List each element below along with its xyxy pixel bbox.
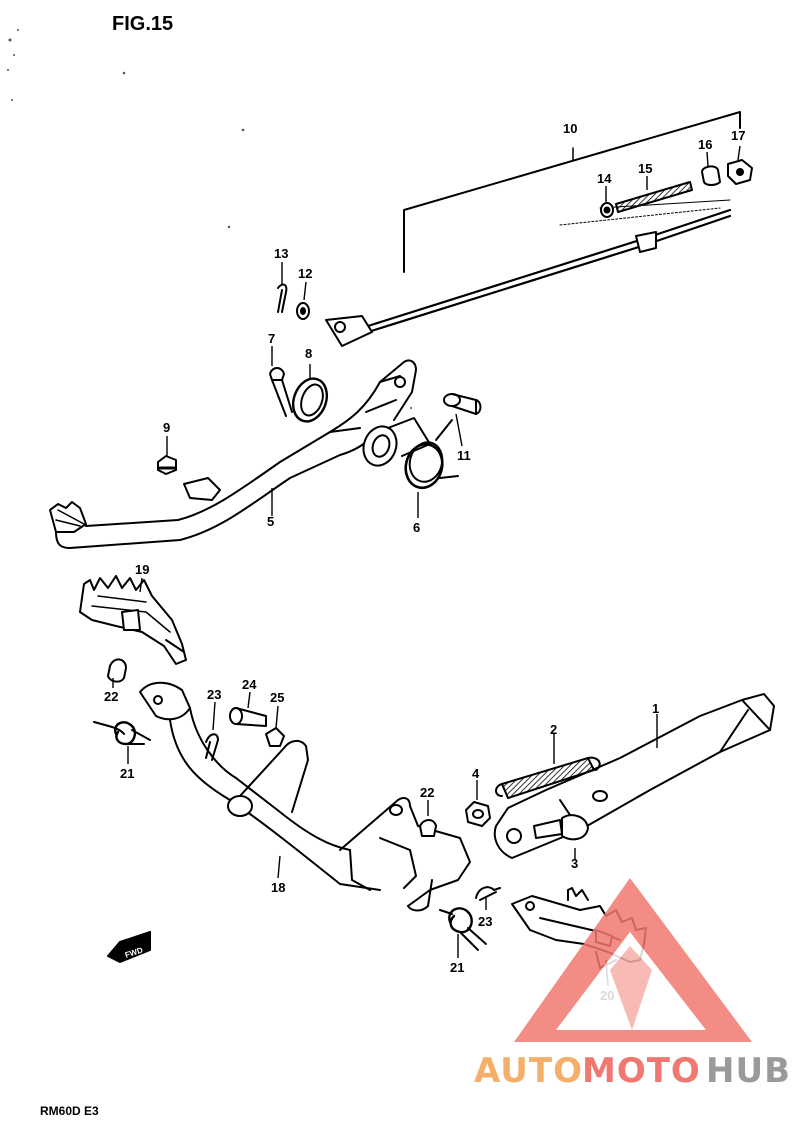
nut-4 xyxy=(465,801,491,827)
watermark-hub: HUB xyxy=(706,1051,791,1091)
footrest-bracket-18 xyxy=(139,681,471,912)
nut-25 xyxy=(265,727,285,747)
callout-13: 13 xyxy=(274,246,288,261)
callout-9: 9 xyxy=(163,420,170,435)
forward-arrow-icon xyxy=(107,931,151,963)
model-code: RM60D E3 xyxy=(40,1104,99,1118)
callout-25: 25 xyxy=(270,690,284,705)
leader-lines xyxy=(112,145,741,987)
spring-15 xyxy=(615,181,693,213)
callout-12: 12 xyxy=(298,266,312,281)
stand-bolt-3 xyxy=(533,814,589,841)
callout-23-left: 23 xyxy=(207,687,221,702)
nut-9 xyxy=(157,455,177,475)
callout-11: 11 xyxy=(457,448,471,463)
callout-19: 19 xyxy=(135,562,149,577)
callout-8: 8 xyxy=(305,346,312,361)
scan-specks xyxy=(7,29,412,409)
bolt-24 xyxy=(229,707,267,727)
callout-14: 14 xyxy=(597,171,612,186)
callout-7: 7 xyxy=(268,331,275,346)
washer-12 xyxy=(296,302,310,320)
rear-brake-cable-rod xyxy=(325,199,732,347)
callout-18: 18 xyxy=(271,880,285,895)
stand-spring-2 xyxy=(495,756,601,799)
callout-10: 10 xyxy=(563,121,577,136)
cotter-pin-23-right xyxy=(475,886,501,901)
pin-7 xyxy=(269,367,293,417)
pin-22 xyxy=(107,658,127,683)
nut-14 xyxy=(600,202,614,218)
cable-assembly-bracket xyxy=(403,111,741,273)
callout-21-left: 21 xyxy=(120,766,134,781)
watermark-auto: AUTO xyxy=(474,1051,583,1091)
watermark-text: AUTO MOTO HUB xyxy=(474,1051,791,1091)
callout-6: 6 xyxy=(413,520,420,535)
adjuster-nut-17 xyxy=(727,159,753,185)
footrest-19 xyxy=(79,575,187,665)
callout-22-middle: 22 xyxy=(420,785,434,800)
bolt-11 xyxy=(443,393,482,415)
callout-24: 24 xyxy=(242,677,257,692)
callout-16: 16 xyxy=(698,137,712,152)
cotter-pin-13 xyxy=(277,283,288,313)
callout-17: 17 xyxy=(731,128,745,143)
pin-22-middle xyxy=(419,819,437,837)
return-spring-6 xyxy=(404,419,459,490)
callout-21-right: 21 xyxy=(450,960,464,975)
callout-23-right: 23 xyxy=(478,914,492,929)
figure-title: FIG.15 xyxy=(112,13,173,35)
callout-labels: 1 2 3 4 5 6 7 8 9 10 11 12 13 14 15 16 1… xyxy=(104,121,745,1003)
automotohub-watermark-logo xyxy=(514,878,752,1042)
footrest-spring-21 xyxy=(93,721,151,746)
callout-1: 1 xyxy=(652,701,659,716)
rear-brake-pedal xyxy=(49,359,431,549)
callout-5: 5 xyxy=(267,514,274,529)
callout-22-left: 22 xyxy=(104,689,118,704)
callout-15: 15 xyxy=(638,161,652,176)
callout-4: 4 xyxy=(472,766,480,781)
collar-16 xyxy=(701,165,721,186)
washer-8 xyxy=(291,377,329,423)
callout-3: 3 xyxy=(571,856,578,871)
watermark-moto: MOTO xyxy=(582,1051,701,1091)
footrest-spring-21-right xyxy=(439,907,487,951)
callout-2: 2 xyxy=(550,722,557,737)
